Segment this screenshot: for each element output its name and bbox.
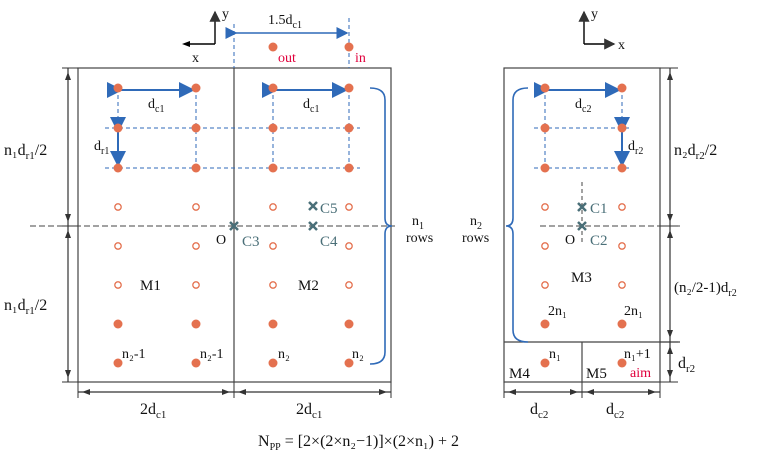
C2-label: C2: [590, 233, 608, 249]
aim-label: aim: [630, 366, 651, 381]
M5-label: M5: [586, 366, 607, 382]
M1-label: M1: [140, 278, 161, 294]
left-axes-icon: y x: [182, 7, 229, 66]
left-panel: 1.5dc1 dc1 dc1 dr1 out in: [4, 7, 433, 421]
bottom-right-width-label: 2dc1: [296, 401, 322, 421]
right-bottom-height-label: dr2: [678, 355, 695, 375]
left-lower-height-label: n₁dr1/2: [4, 297, 47, 317]
C4-label: C4: [320, 234, 338, 250]
bm-n2m1-label: n₂-1: [200, 347, 224, 362]
r-n1-label: n₁: [549, 347, 561, 362]
n1-rows-brace: [369, 87, 393, 365]
left-dashed-grid: [105, 88, 360, 170]
point-out: [268, 42, 278, 52]
left-filled-dots: [113, 83, 354, 368]
dc1-left-label: dc1: [148, 97, 164, 115]
n1-rows-label-b: rows: [406, 231, 433, 246]
right-hollow-dots: [541, 203, 626, 289]
n2-rows-brace: [505, 87, 529, 343]
r-2n1-a-label: 2n₁: [548, 304, 567, 319]
dr1-label: dr1: [94, 139, 109, 157]
br-n2-label: n₂: [352, 347, 364, 362]
right-panel: dc2 dr2 C1 C2 O M3 M4 M5 2n₁ 2n₁ n₁ n₁+1…: [462, 7, 737, 421]
bl-n2m1-label: n₂-1: [122, 347, 146, 362]
dr2-label: dr2: [628, 139, 643, 157]
dc1-right-label: dc1: [303, 97, 319, 115]
bottom-left-width-label: 2dc1: [140, 401, 166, 421]
M2-label: M2: [298, 278, 319, 294]
c4-marker: [308, 221, 318, 231]
right-upper-height-label: n₂dr2/2: [674, 142, 717, 162]
right-axes-icon: y x: [578, 7, 625, 53]
left-upper-height-label: n₁dr1/2: [4, 142, 47, 162]
c5-marker: [308, 201, 318, 211]
npp-formula: NPP = [2×(2×n₂−1)]×(2×n₁) + 2: [258, 433, 459, 453]
M4-label: M4: [509, 366, 530, 382]
n2-rows-label-b: rows: [462, 231, 489, 246]
right-mid-height-label: (n₂/2-1)dr2: [674, 280, 737, 299]
r-n1p1-label: n₁+1: [624, 347, 651, 362]
svg-text:x: x: [192, 51, 199, 66]
n2-rows-label-a: n2: [470, 214, 482, 232]
in-label: in: [355, 51, 366, 66]
M3-label: M3: [571, 270, 592, 286]
right-bottom-w1-label: dc2: [530, 401, 548, 421]
O-left-label: O: [216, 233, 226, 248]
r-2n1-b-label: 2n₁: [624, 304, 643, 319]
point-in: [344, 42, 354, 52]
out-label: out: [278, 51, 296, 66]
n1-rows-label-a: n1: [412, 214, 424, 232]
c-markers-right: [577, 202, 587, 231]
svg-text:y: y: [591, 7, 598, 22]
svg-text:x: x: [618, 38, 625, 53]
right-filled-dots: [540, 83, 627, 368]
left-hollow-dots: [114, 203, 353, 289]
C1-label: C1: [590, 201, 608, 217]
C5-label: C5: [320, 201, 338, 217]
svg-text:y: y: [222, 7, 229, 22]
dc2-label: dc2: [575, 97, 591, 115]
right-dashed-grid: [534, 88, 632, 170]
C3-label: C3: [242, 234, 260, 250]
bl-n2-label: n₂: [278, 347, 290, 362]
c2-marker: [577, 221, 587, 231]
c1-marker: [577, 202, 587, 212]
O-right-label: O: [565, 233, 575, 248]
c-markers-left: [229, 201, 318, 231]
top-span-label: 1.5dc1: [268, 13, 302, 31]
right-bottom-w2-label: dc2: [606, 401, 624, 421]
c3-marker: [229, 221, 239, 231]
